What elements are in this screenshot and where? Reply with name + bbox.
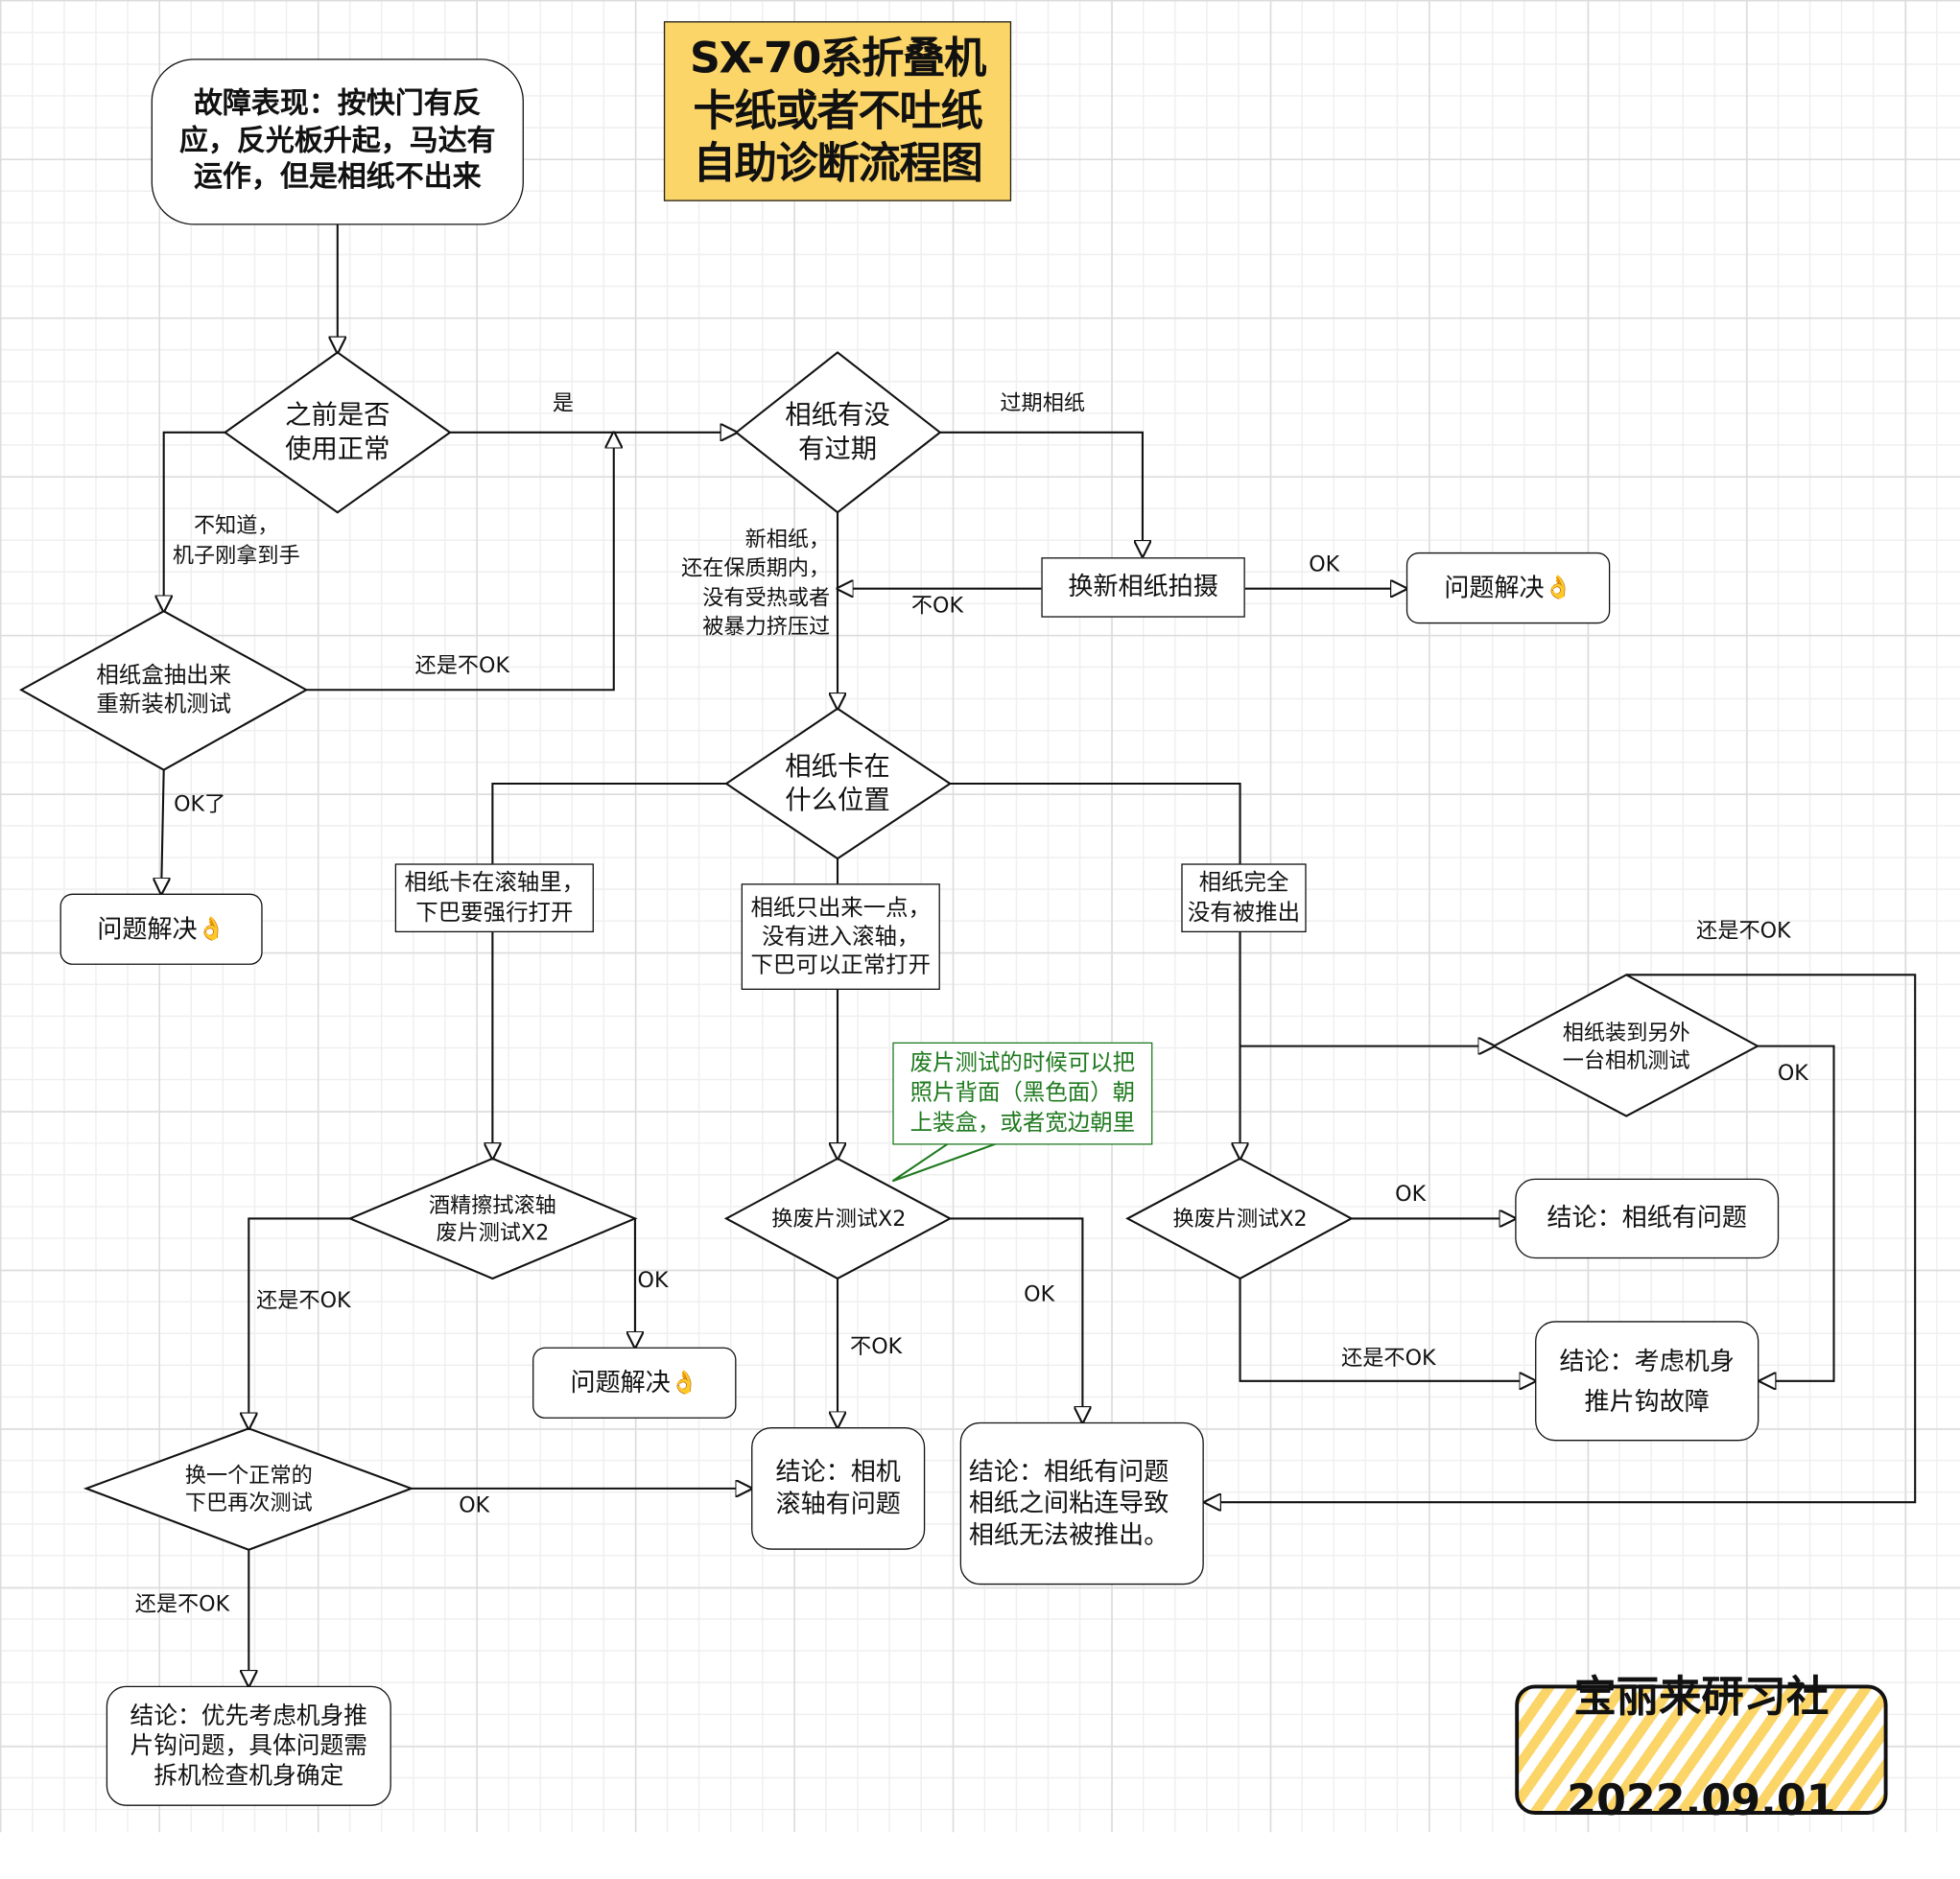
label-new-film: 新相纸， 还在保质期内， 没有受热或者 被暴力挤压过 (681, 527, 831, 641)
edge-right-still-not-ok (1239, 1278, 1536, 1381)
decision-other-camera: 相纸装到另外 一台相机测试 (1562, 1021, 1690, 1074)
label-ok-alcohol: OK (637, 1268, 669, 1294)
ok-hand-icon: 👌 (670, 1370, 698, 1397)
case-partial-node: 相纸只出来一点， 没有进入滚轴， 下巴可以正常打开 (741, 883, 940, 990)
solved-node-2: 问题解决👌 (59, 893, 263, 965)
decision-scrap-mid: 换废片测试X2 (771, 1207, 907, 1233)
ok-hand-icon: 👌 (1544, 575, 1572, 601)
label-still-not-ok-right: 还是不OK (1341, 1346, 1436, 1372)
decision-expired: 相纸有没 有过期 (785, 399, 890, 464)
label-ok-right: OK (1395, 1182, 1427, 1208)
decision-where-stuck: 相纸卡在 什么位置 (785, 750, 890, 815)
decision-other-jaw: 换一个正常的 下巴再次测试 (184, 1463, 313, 1516)
solved-node-3: 问题解决👌 (532, 1347, 737, 1419)
edge-reload-ok (161, 769, 164, 894)
edge-other-camera-still-not-ok (1205, 974, 1917, 1502)
decision-alcohol-shape (347, 1157, 638, 1280)
flowchart-canvas: SX-70系折叠机 卡纸或者不吐纸 自助诊断流程图 故障表现：按快门有反 应，反… (0, 0, 1960, 1833)
start-node: 故障表现：按快门有反 应，反光板升起，马达有 运作，但是相纸不出来 (151, 59, 524, 225)
edge-stuck-none (950, 782, 1240, 1159)
signature-name: 宝丽来研习社 (1573, 1672, 1830, 1723)
decision-alcohol: 酒精擦拭滚轴 废片测试X2 (428, 1193, 556, 1247)
label-ok-replace: OK (1309, 552, 1340, 577)
conclusion-body-check: 结论：优先考虑机身推 片钩问题，具体问题需 拆机检查机身确定 (106, 1685, 391, 1806)
edge-unknown (164, 431, 225, 611)
conclusion-film-problem: 结论：相纸有问题 (1515, 1178, 1780, 1259)
case-roller-node: 相纸卡在滚轴里， 下巴要强行打开 (394, 863, 594, 933)
solved-node-1: 问题解决👌 (1405, 552, 1611, 624)
solved-label: 问题解决 (97, 913, 198, 944)
edge-reload-still-not-ok (306, 433, 614, 692)
label-ok-reload: OK了 (174, 792, 226, 818)
conclusion-pusher-fault: 结论：考虑机身 推片钩故障 (1535, 1321, 1759, 1442)
label-ok-jaw: OK (459, 1493, 490, 1519)
ok-hand-icon: 👌 (197, 916, 225, 943)
label-not-ok-mid: 不OK (850, 1334, 903, 1360)
label-still-not-ok-alcohol: 还是不OK (256, 1288, 351, 1314)
conclusion-roller-problem: 结论：相机 滚轴有问题 (751, 1427, 926, 1550)
label-not-ok-replace: 不OK (910, 593, 964, 619)
edge-mid-ok (950, 1217, 1082, 1421)
solved-label: 问题解决 (1444, 572, 1545, 602)
decision-used-normally-shape (223, 351, 452, 514)
tip-callout: 废片测试的时候可以把 照片背面（黑色面）朝 上装盒，或者宽边朝里 (892, 1042, 1153, 1145)
label-ok-other-camera: OK (1777, 1061, 1808, 1087)
label-still-not-ok-jaw: 还是不OK (134, 1592, 230, 1618)
decision-other-camera-shape (1491, 974, 1760, 1117)
label-ok-mid: OK (1024, 1281, 1055, 1307)
replace-film-node: 换新相纸拍摄 (1041, 557, 1245, 618)
conclusion-film-stuck: 结论：相纸有问题 相纸之间粘连导致 相纸无法被推出。 (959, 1421, 1204, 1585)
label-unknown-new: 不知道， 机子刚拿到手 (172, 513, 300, 569)
edge-alcohol-still-not-ok (248, 1217, 350, 1428)
solved-label: 问题解决 (570, 1367, 671, 1398)
edge-expired (939, 431, 1143, 556)
edge-other-camera-ok (1758, 1045, 1835, 1381)
decision-reload: 相纸盒抽出来 重新装机测试 (96, 662, 232, 717)
signature-stamp: 宝丽来研习社 2022.09.01 (1515, 1672, 1888, 1825)
decision-scrap-right: 换废片测试X2 (1172, 1207, 1308, 1233)
case-none-node: 相纸完全 没有被推出 (1181, 863, 1307, 933)
signature-date: 2022.09.01 (1567, 1775, 1836, 1826)
label-still-not-ok-reload: 还是不OK (414, 653, 510, 679)
label-yes: 是 (552, 390, 575, 416)
diagram-title: SX-70系折叠机 卡纸或者不吐纸 自助诊断流程图 (663, 21, 1012, 201)
callout-pointer (891, 1140, 1001, 1183)
decision-used-normally: 之前是否 使用正常 (285, 399, 390, 464)
label-still-not-ok-other-camera: 还是不OK (1696, 918, 1791, 944)
edge-stuck-roller (492, 782, 727, 1159)
connector-layer (19, 224, 1917, 1832)
label-expired-film: 过期相纸 (1000, 390, 1086, 416)
